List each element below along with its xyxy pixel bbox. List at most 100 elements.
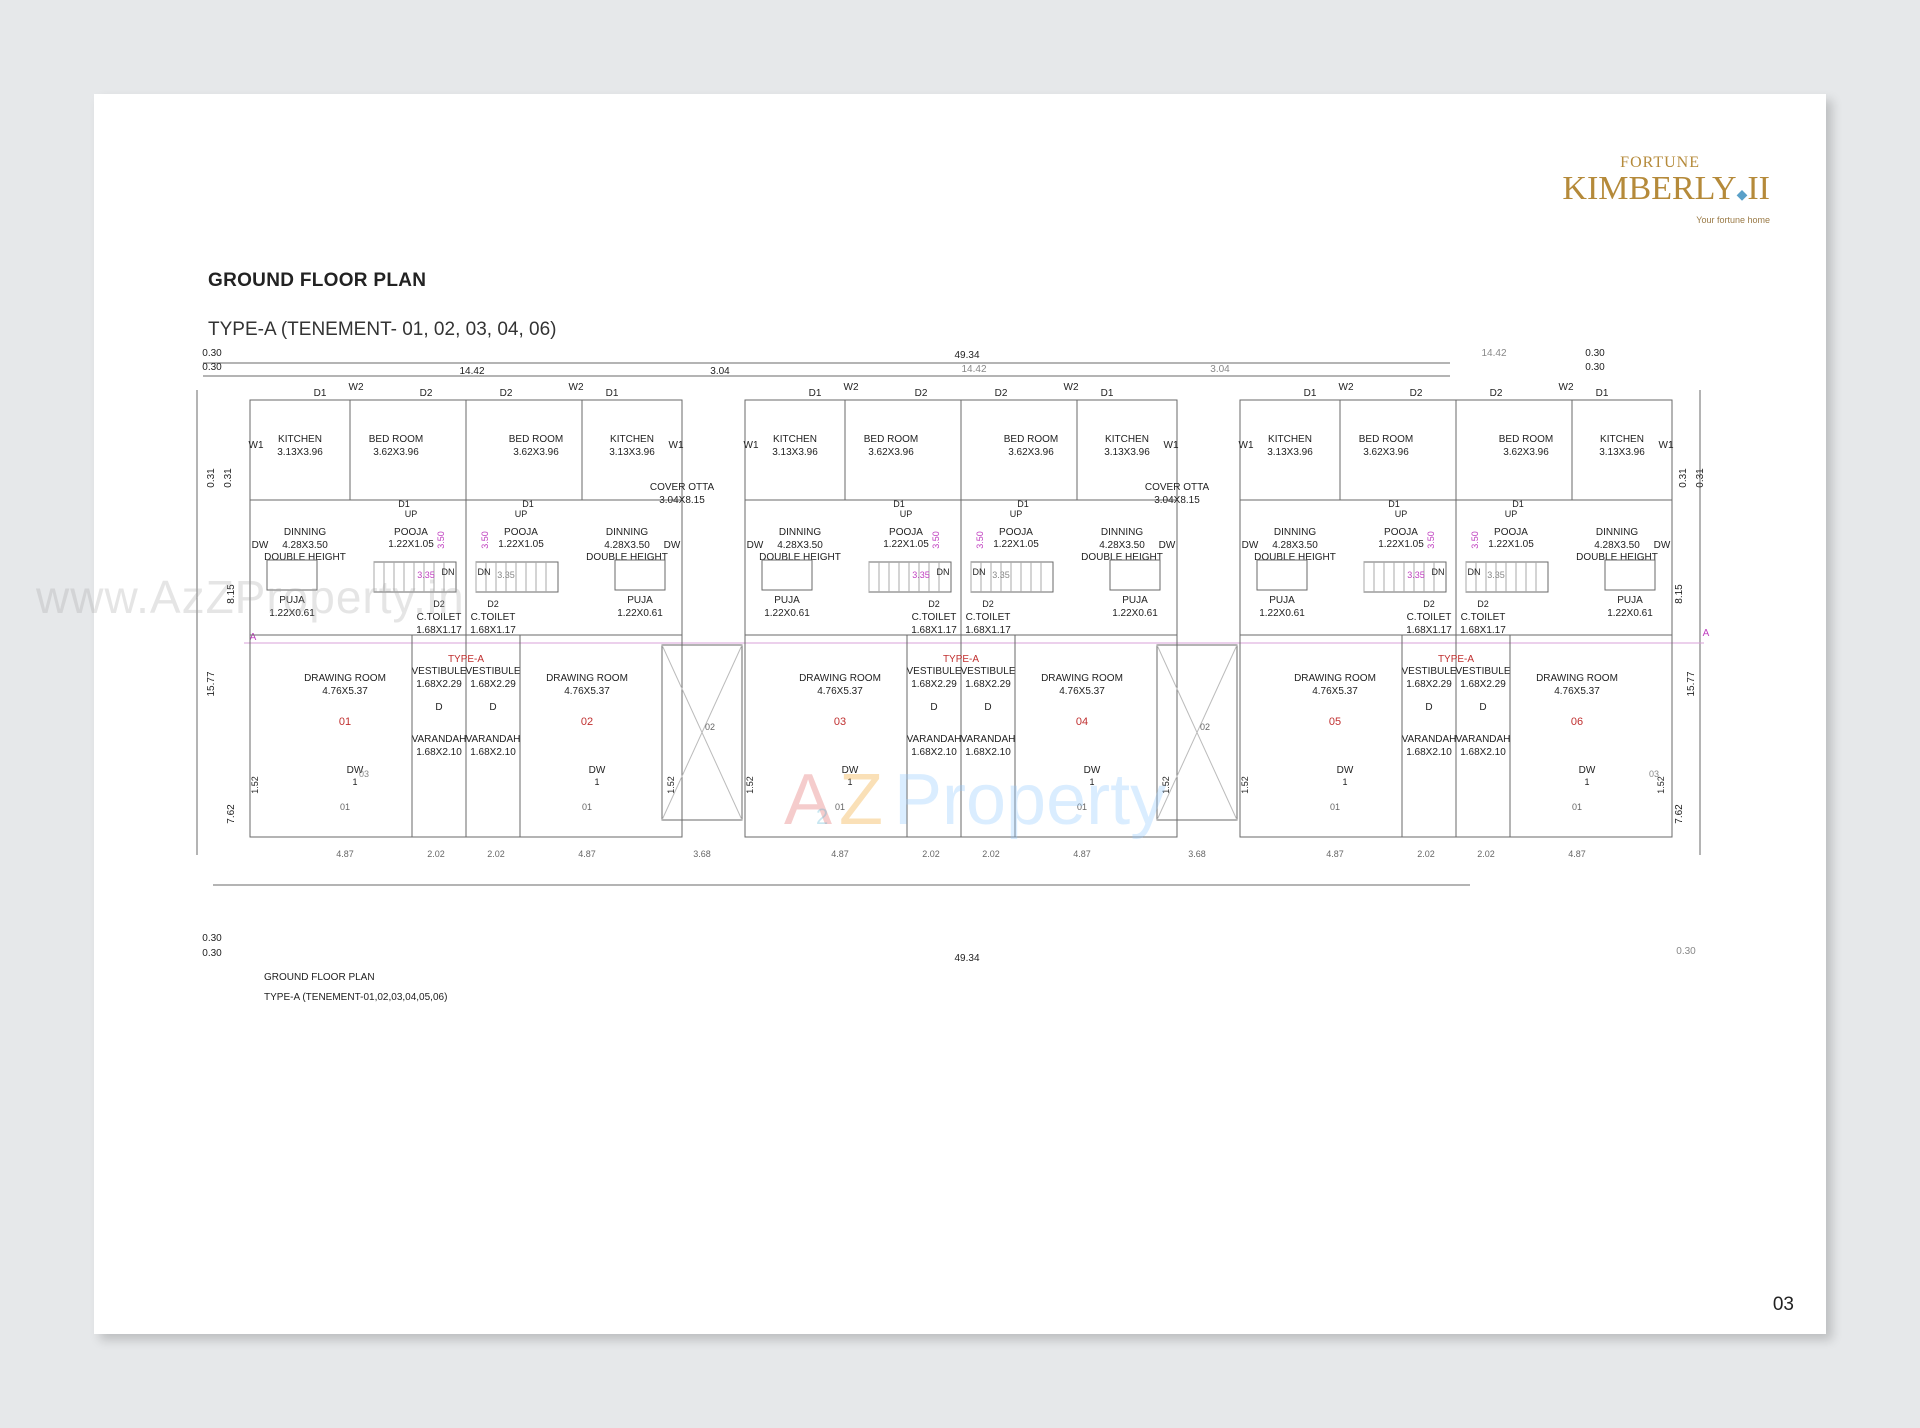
room-varandah-size: 1.68X2.10 [1460,747,1506,758]
stair-dim2: 3.35 [1487,570,1505,580]
door-d2: D2 [433,599,445,609]
door-d1: D1 [1304,388,1317,399]
room-kitchen-label: KITCHEN [1600,434,1644,445]
door-dw: DW [1242,540,1259,551]
dim-1-52: 1.52 [250,776,260,794]
room-puja-label: PUJA [1122,595,1148,606]
dim-4-87: 4.87 [578,849,596,859]
door-d2: D2 [982,599,994,609]
room-toilet-size: 1.68X1.17 [965,625,1011,636]
room-vestibule-label: VESTIBULE [1455,666,1510,677]
room-bedroom-size: 3.62X3.96 [1363,447,1409,458]
stair-dim2: 3.35 [912,570,930,580]
room-toilet-label: C.TOILET [1461,612,1506,623]
stair-up: UP [900,509,913,519]
dim-overall-width: 49.34 [954,350,979,361]
door-d1: D1 [1388,499,1400,509]
dim-1-52: 1.52 [666,776,676,794]
window-w1: W1 [1659,440,1674,451]
watermark-url: www.AzZProperty.in [36,571,465,623]
dim-1-52: 1.52 [1161,776,1171,794]
room-pooja-label: POOJA [504,527,538,538]
window-w2: W2 [569,382,584,393]
dim-gap-width: 3.04 [1210,364,1230,375]
dim-2-02: 2.02 [1477,849,1495,859]
dim-3-68: 3.68 [1188,849,1206,859]
room-bedroom-label: BED ROOM [1004,434,1058,445]
watermark-letter: Property [894,760,1166,840]
window-w1: W1 [669,440,684,451]
room-pooja-label: POOJA [394,527,428,538]
dim-half-width: 14.42 [459,366,484,377]
door-count: 1 [1342,777,1347,787]
room-dinning-size: 4.28X3.50 [1594,540,1640,551]
puja-niche [266,559,318,591]
room-double-height: DOUBLE HEIGHT [1081,552,1163,563]
plan-caption-title: GROUND FLOOR PLAN [264,972,375,983]
room-double-height: DOUBLE HEIGHT [1576,552,1658,563]
dim-1-52: 1.52 [1656,776,1666,794]
room-puja-size: 1.22X0.61 [617,608,663,619]
dim-gap-width: 3.04 [710,366,730,377]
stair-dim: 3.50 [1426,531,1436,549]
dim-2-02: 2.02 [922,849,940,859]
room-varandah-label: VARANDAH [907,734,962,745]
window-o3: 03 [1649,769,1659,779]
room-puja-label: PUJA [279,595,305,606]
page-number: 03 [1772,1294,1794,1315]
room-bedroom-size: 3.62X3.96 [373,447,419,458]
room-vestibule-size: 1.68X2.29 [1460,679,1506,690]
room-pooja-size: 1.22X1.05 [993,539,1039,550]
window-w2: W2 [349,382,364,393]
room-drawing-label: DRAWING ROOM [1536,673,1618,684]
stair-up: UP [405,509,418,519]
room-toilet-size: 1.68X1.17 [470,625,516,636]
dim-edge: 0.30 [202,933,222,944]
dim-4-87: 4.87 [1568,849,1586,859]
door-d2: D2 [1477,599,1489,609]
dim-edge: 0.30 [202,948,222,959]
dim-4-87: 4.87 [831,849,849,859]
logo-tagline: Your fortune home [1696,215,1770,225]
window-o3: 03 [359,769,369,779]
door-dw: DW [347,765,364,776]
room-puja-label: PUJA [774,595,800,606]
stair-dn: DN [973,567,986,577]
brand-logo: FORTUNE KIMBERLY◆II Your fortune home [1560,154,1770,234]
room-varandah-size: 1.68X2.10 [911,747,957,758]
puja-niche [1109,559,1161,591]
dim-edge: 0.30 [1585,362,1605,373]
page-subtitle: TYPE-A (TENEMENT- 01, 02, 03, 04, 06) [208,319,557,340]
window-o2: 02 [705,722,715,732]
room-toilet-label: C.TOILET [417,612,462,623]
door-d2: D2 [928,599,940,609]
room-varandah-size: 1.68X2.10 [416,747,462,758]
room-varandah-label: VARANDAH [466,734,521,745]
stair-dn: DN [1468,567,1481,577]
dim-2-02: 2.02 [1417,849,1435,859]
diagonal-line [1156,644,1238,821]
door-d: D [930,702,937,713]
room-kitchen-size: 3.13X3.96 [277,447,323,458]
window-o1: 01 [1572,802,1582,812]
room-bedroom-size: 3.62X3.96 [513,447,559,458]
unit-number: 01 [339,716,351,728]
cover-otta-label: COVER OTTA [650,482,715,493]
door-d2: D2 [915,388,928,399]
door-d2: D2 [420,388,433,399]
room-double-height: DOUBLE HEIGHT [759,552,841,563]
door-d1: D1 [809,388,822,399]
room-toilet-size: 1.68X1.17 [911,625,957,636]
door-d2: D2 [1490,388,1503,399]
dim-1-52: 1.52 [745,776,755,794]
dim-edge2: 0.31 [1678,468,1689,488]
room-varandah-label: VARANDAH [412,734,467,745]
room-varandah-size: 1.68X2.10 [1406,747,1452,758]
door-count: 1 [594,777,599,787]
door-d: D [1479,702,1486,713]
window-w1: W1 [1239,440,1254,451]
room-pooja-size: 1.22X1.05 [1488,539,1534,550]
room-dinning-size: 4.28X3.50 [1272,540,1318,551]
room-toilet-label: C.TOILET [1407,612,1452,623]
unit-number: 05 [1329,716,1341,728]
